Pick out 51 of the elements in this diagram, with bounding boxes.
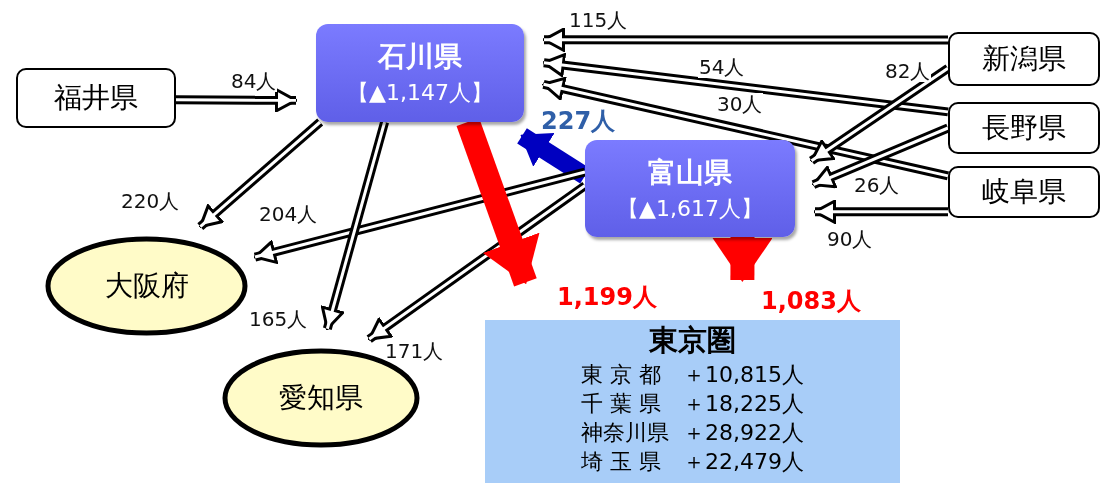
prefecture-name: 石川県 bbox=[378, 39, 462, 75]
population-gain: ＋18,225人 bbox=[683, 390, 804, 418]
population-gain: ＋28,922人 bbox=[683, 419, 804, 447]
population-gain: ＋10,815人 bbox=[683, 361, 804, 389]
edge-label: 84人 bbox=[230, 70, 278, 92]
prefecture-name: 岐阜県 bbox=[982, 174, 1066, 210]
arrow bbox=[176, 88, 298, 113]
edge-label: 30人 bbox=[716, 93, 764, 115]
arrow bbox=[542, 76, 949, 181]
edge-label: 165人 bbox=[248, 308, 309, 330]
prefecture-name: 千 葉 県 bbox=[581, 390, 662, 418]
prefecture-box bbox=[16, 68, 176, 128]
arrow bbox=[712, 236, 773, 282]
population-change: 【▲1,617人】 bbox=[617, 194, 763, 223]
prefecture-box bbox=[585, 140, 795, 237]
prefecture-box bbox=[316, 24, 524, 122]
prefecture-name: 新潟県 bbox=[982, 41, 1066, 77]
arrow bbox=[253, 167, 587, 264]
edge-label: 1,083人 bbox=[760, 288, 862, 314]
edge-label: 54人 bbox=[698, 56, 746, 78]
arrow bbox=[320, 120, 389, 331]
edge-label: 90人 bbox=[826, 228, 874, 250]
prefecture-name: 神奈川県 bbox=[581, 419, 669, 447]
region-panel bbox=[485, 320, 900, 483]
prefecture-name: 長野県 bbox=[982, 110, 1066, 146]
prefecture-name: 愛知県 bbox=[279, 380, 363, 416]
arrow bbox=[542, 53, 949, 117]
prefecture-name: 埼 玉 県 bbox=[581, 448, 662, 476]
prefecture-box bbox=[948, 102, 1100, 154]
region-title: 東京圏 bbox=[649, 322, 736, 359]
prefecture-name: 大阪府 bbox=[104, 268, 189, 304]
edge-label: 220人 bbox=[120, 190, 181, 212]
prefecture-box bbox=[948, 166, 1100, 218]
prefecture-name: 富山県 bbox=[648, 154, 732, 191]
edge-label: 227人 bbox=[540, 108, 617, 134]
arrow bbox=[813, 199, 948, 224]
population-change: 【▲1,147人】 bbox=[347, 79, 493, 107]
arrow bbox=[197, 118, 324, 230]
population-gain: ＋22,479人 bbox=[683, 448, 804, 476]
edge-label: 115人 bbox=[568, 9, 629, 31]
prefecture-name: 福井県 bbox=[54, 80, 138, 116]
arrow bbox=[811, 123, 950, 189]
prefecture-box bbox=[948, 32, 1100, 86]
arrow bbox=[542, 27, 948, 52]
edge-label: 26人 bbox=[853, 174, 901, 196]
edge-label: 82人 bbox=[884, 60, 932, 82]
prefecture-name: 東 京 都 bbox=[581, 361, 662, 389]
edge-label: 171人 bbox=[384, 340, 445, 362]
edge-label: 204人 bbox=[258, 203, 319, 225]
edge-label: 1,199人 bbox=[556, 284, 658, 310]
prefecture-ellipse bbox=[45, 236, 248, 336]
